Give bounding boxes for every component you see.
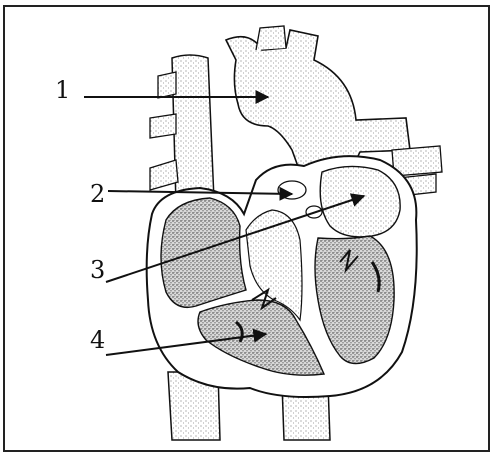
right-atrium	[161, 198, 246, 307]
pulmonary-vein-left-upper	[150, 114, 176, 138]
left-atrium	[320, 166, 400, 236]
vessel-top-left	[158, 72, 176, 98]
pulmonary-vein-left-lower	[150, 160, 178, 190]
semilunar-valve	[278, 181, 306, 199]
label-1: 1	[55, 78, 70, 102]
label-4: 4	[90, 328, 105, 352]
label-3: 3	[90, 258, 105, 282]
aortic-arch	[226, 30, 410, 180]
arch-branch	[256, 26, 286, 50]
label-2: 2	[90, 182, 105, 206]
